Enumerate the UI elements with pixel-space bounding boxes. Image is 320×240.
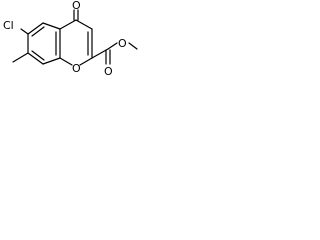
pyran-bond-o1-c8a (59, 57, 73, 66)
ester-bond-c-o (107, 42, 118, 50)
carbonyl-oxygen-label: O (104, 65, 113, 78)
benzene-bond-c4a-c5 (42, 22, 61, 30)
ester-oxygen-label: O (118, 37, 127, 50)
pyran-bond-c4-c3 (75, 19, 93, 30)
methyl-bond (12, 52, 29, 63)
pyran-bond-c2-o1 (79, 57, 93, 66)
benzene-bond-c8-c8a (42, 57, 61, 65)
chlorine-label: Cl (3, 19, 14, 32)
ester-methyl-bond (128, 42, 138, 50)
benzene-bond-c5-c6 (27, 22, 44, 35)
chlorine-bond (20, 28, 29, 35)
benzene-bond-c7-c8 (27, 52, 44, 65)
ketone-oxygen-label: O (72, 0, 81, 12)
benzene-bond-c7-c8-inner (31, 50, 45, 61)
pyran-bond-c4a-c4 (59, 19, 77, 30)
benzene-bond-c5-c6-inner (31, 26, 45, 37)
chemical-structure-diagram: Cl O O O O (3, 0, 138, 78)
ring-oxygen-label: O (72, 62, 81, 75)
ester-bond-c2-carbonyl-c (91, 48, 109, 59)
